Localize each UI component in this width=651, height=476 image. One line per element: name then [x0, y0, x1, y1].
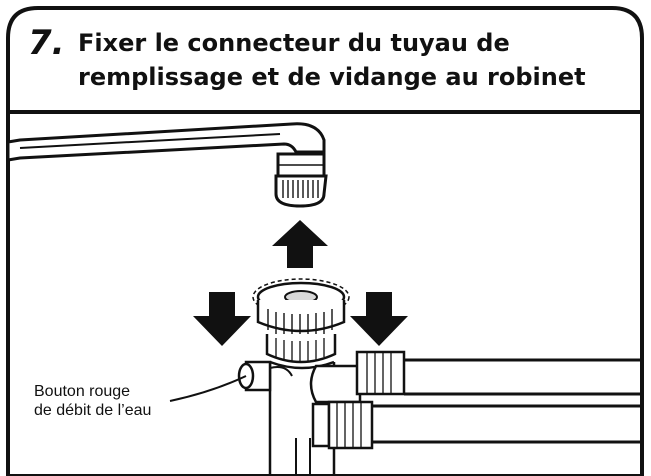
red-flow-button-label: Bouton rouge de débit de l’eau — [34, 382, 204, 420]
faucet-icon — [6, 122, 328, 208]
arrow-up-icon — [272, 220, 328, 268]
step-header: 7. Fixer le connecteur du tuyau de rempl… — [20, 18, 610, 96]
step-title-line-2: remplissage et de vidange au robinet — [78, 63, 586, 91]
step-title-line-1: Fixer le connecteur du tuyau de — [78, 29, 510, 57]
arrow-down-icon — [193, 292, 251, 346]
arrow-down-icon — [350, 292, 408, 346]
step-number: 7. — [28, 23, 65, 63]
connector-icon — [169, 278, 642, 476]
callout-line-1: Bouton rouge — [34, 383, 131, 400]
callout-line-2: de débit de l’eau — [34, 402, 152, 420]
